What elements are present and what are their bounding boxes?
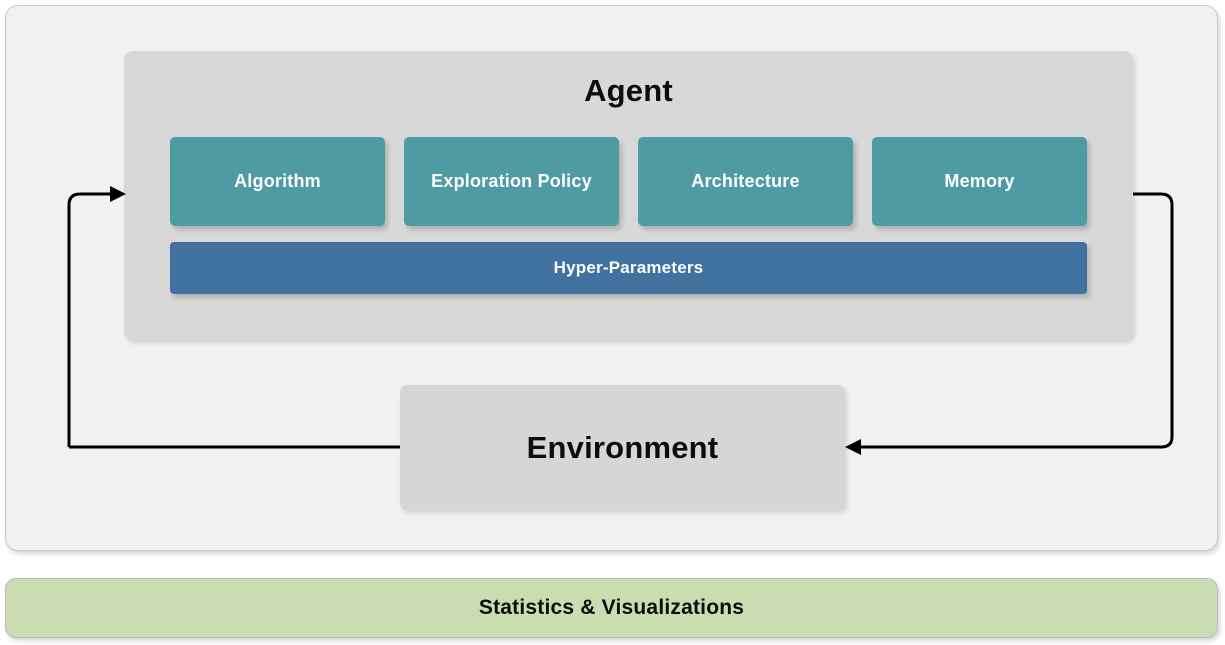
agent-component-row: Algorithm Exploration Policy Architectur… <box>170 137 1087 226</box>
agent-component-exploration-policy[interactable]: Exploration Policy <box>404 137 619 226</box>
agent-component-algorithm[interactable]: Algorithm <box>170 137 385 226</box>
agent-container[interactable]: Agent Algorithm Exploration Policy Archi… <box>124 51 1133 340</box>
statistics-visualizations-bar[interactable]: Statistics & Visualizations <box>5 578 1218 638</box>
agent-title: Agent <box>584 73 673 108</box>
hyper-parameters-bar[interactable]: Hyper-Parameters <box>170 242 1087 294</box>
environment-box[interactable]: Environment <box>400 385 845 510</box>
agent-component-memory[interactable]: Memory <box>872 137 1087 226</box>
agent-component-architecture[interactable]: Architecture <box>638 137 853 226</box>
